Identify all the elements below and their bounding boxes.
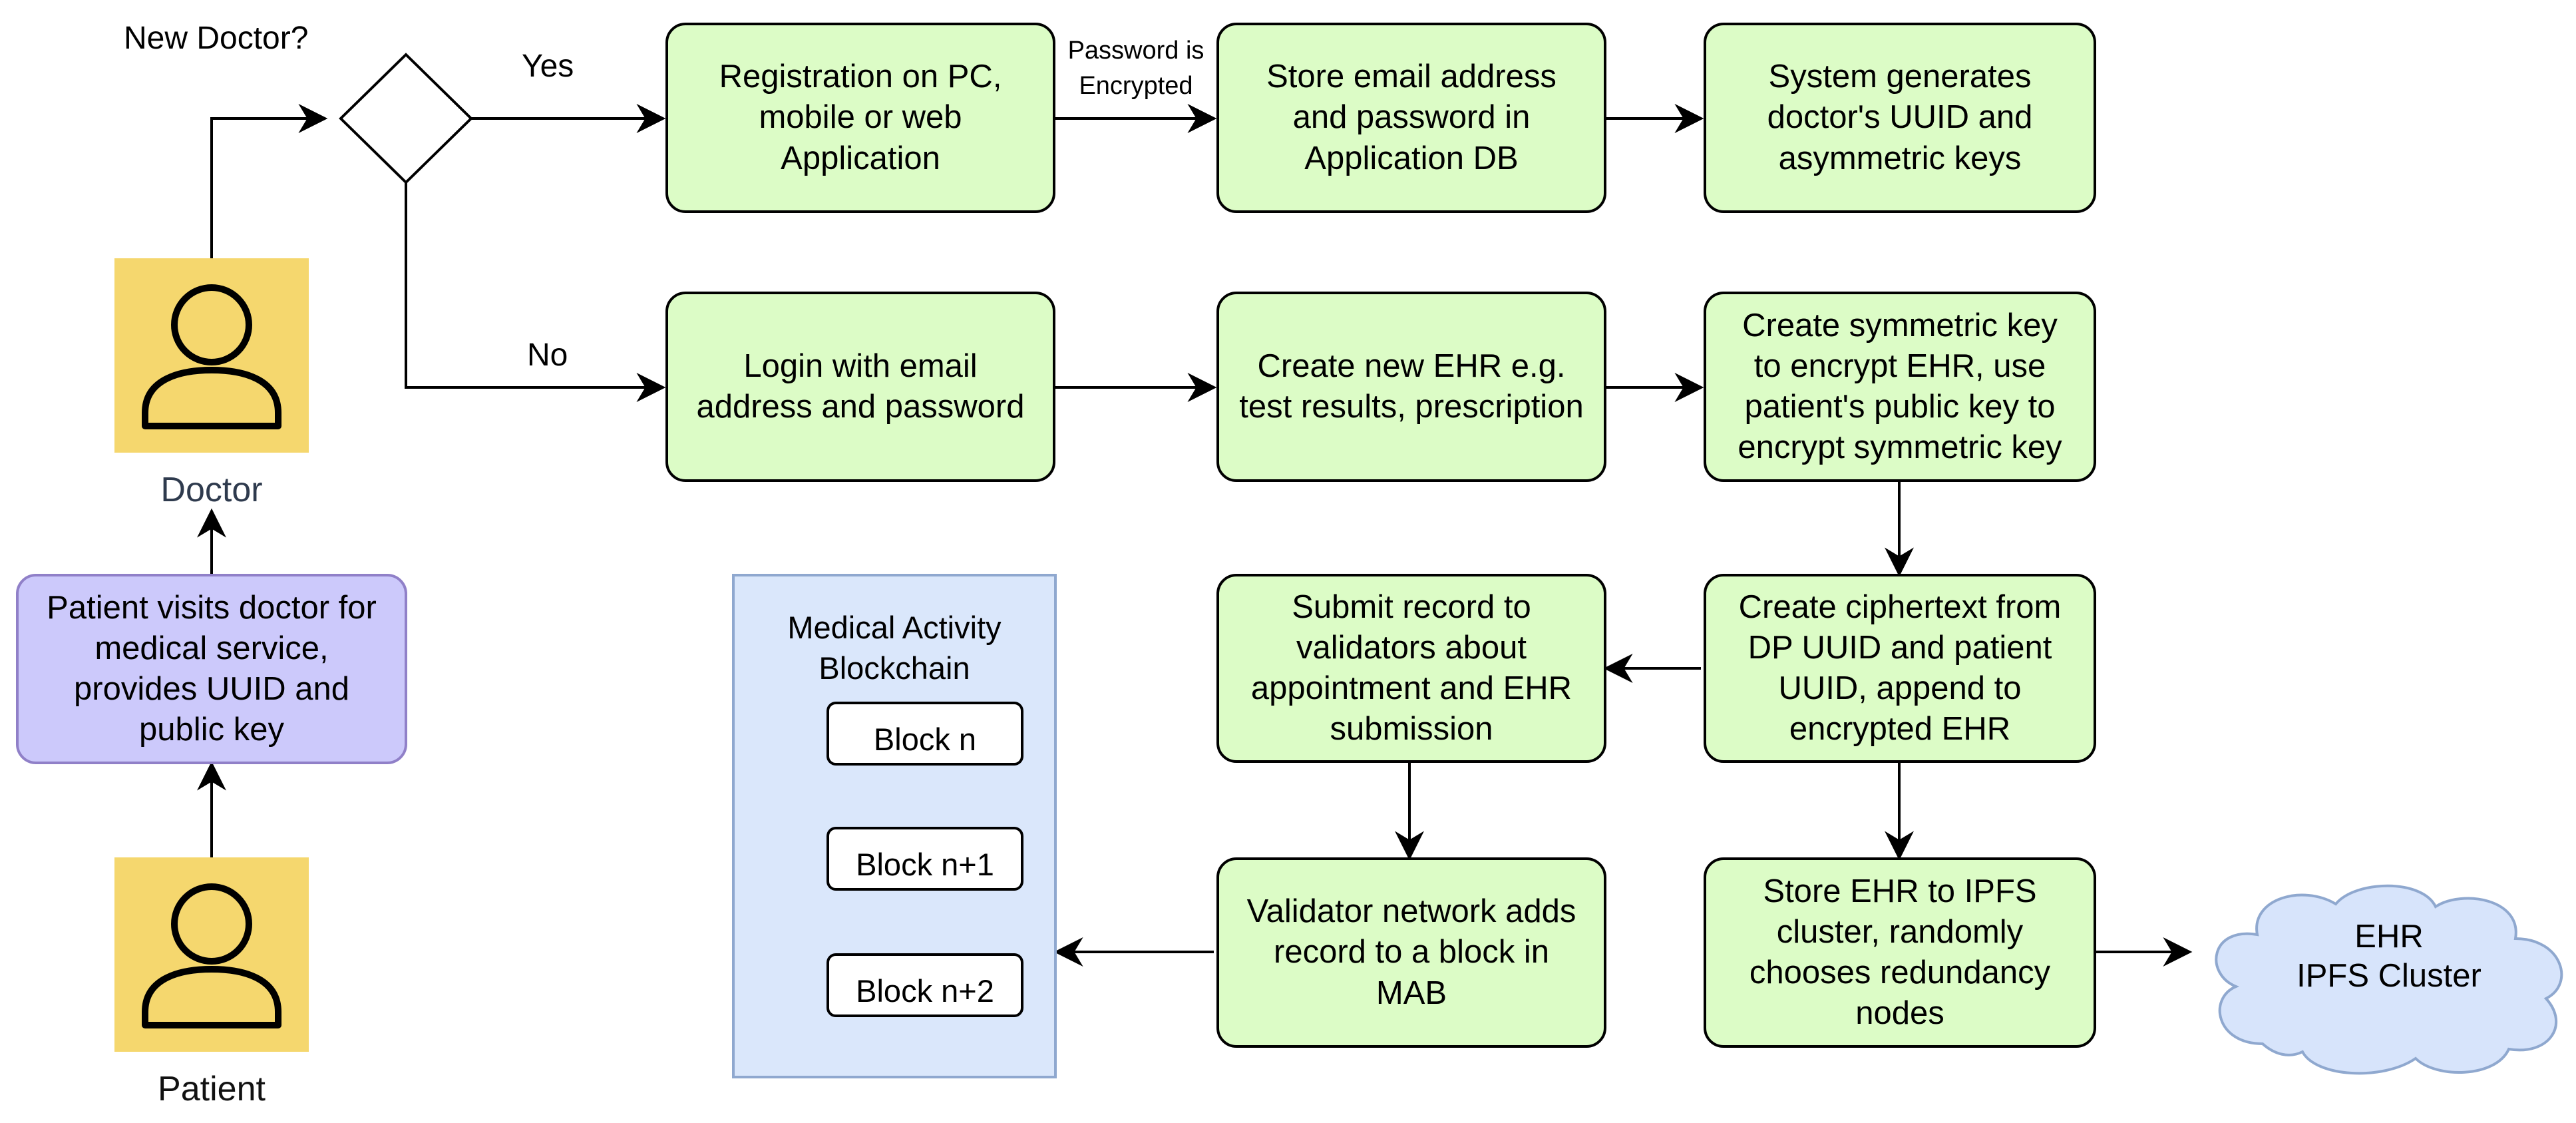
step-text-line: Store email address	[1266, 59, 1557, 95]
mab-title: Medical Activity Blockchain	[735, 607, 1054, 688]
step-text-line: test results, prescription	[1239, 389, 1584, 425]
step-login[interactable]: Login with email address and password	[665, 292, 1055, 482]
person-icon	[142, 284, 281, 429]
arrow-doctor-to-decision	[210, 104, 328, 258]
step-text-line: Submit record to	[1292, 588, 1531, 625]
step-text-line: Create ciphertext from	[1738, 588, 2062, 625]
ipfs-cloud-label: EHR IPFS Cluster	[2249, 917, 2529, 996]
cloud-text-line: IPFS Cluster	[2297, 957, 2482, 994]
block-n-plus-1[interactable]: Block n+1	[827, 827, 1023, 891]
decision-no-label: No	[527, 337, 568, 373]
step-registration[interactable]: Registration on PC, mobile or web Applic…	[665, 23, 1055, 213]
step-text-line: Store EHR to IPFS	[1763, 873, 2037, 909]
step-text-line: and password in	[1292, 99, 1531, 136]
doctor-caption: Doctor	[160, 471, 263, 509]
step-text-line: chooses redundancy	[1749, 955, 2051, 991]
step-text-line: provides UUID and	[74, 671, 349, 707]
step-text-line: nodes	[1855, 995, 1944, 1032]
block-n-plus-2[interactable]: Block n+2	[827, 953, 1023, 1017]
step-text-line: Registration on PC,	[719, 59, 1002, 95]
decision-diamond	[339, 53, 473, 184]
step-text-line: submission	[1330, 711, 1493, 748]
step-store-ipfs[interactable]: Store EHR to IPFS cluster, randomly choo…	[1704, 857, 2096, 1048]
step-text-line: appointment and EHR	[1250, 670, 1572, 706]
password-label-line-1: Password is	[1067, 37, 1204, 65]
step-symmetric-key[interactable]: Create symmetric key to encrypt EHR, use…	[1704, 292, 2096, 482]
step-text-line: asymmetric keys	[1778, 140, 2022, 176]
decision-yes-label: Yes	[522, 49, 574, 84]
step-text-line: Application	[781, 140, 940, 176]
decision-question: New Doctor?	[124, 21, 309, 56]
patient-caption: Patient	[158, 1070, 266, 1108]
person-icon	[142, 883, 281, 1028]
step-patient-visit[interactable]: Patient visits doctor for medical servic…	[16, 574, 407, 764]
step-text-line: encrypt symmetric key	[1738, 429, 2062, 466]
password-encrypted-label: Password is Encrypted	[1054, 33, 1218, 105]
step-validator-network[interactable]: Validator network adds record to a block…	[1216, 857, 1606, 1048]
step-text-line: record to a block in	[1274, 934, 1549, 971]
step-text-line: Application DB	[1304, 140, 1519, 176]
step-text-line: cluster, randomly	[1776, 913, 2024, 950]
cloud-text-line: EHR	[2354, 919, 2424, 955]
step-text-line: address and password	[696, 389, 1025, 425]
step-ciphertext[interactable]: Create ciphertext from DP UUID and patie…	[1704, 574, 2096, 763]
patient-actor[interactable]	[114, 857, 309, 1052]
mab-title-line: Medical Activity	[787, 610, 1002, 645]
step-text-line: DP UUID and patient	[1748, 629, 2052, 666]
step-text-line: Create new EHR e.g.	[1257, 347, 1566, 384]
step-text-line: mobile or web	[759, 99, 962, 136]
step-text-line: MAB	[1376, 975, 1447, 1011]
step-text-line: Validator network adds	[1246, 893, 1576, 930]
step-generate-keys[interactable]: System generates doctor's UUID and asymm…	[1704, 23, 2096, 213]
step-submit-record[interactable]: Submit record to validators about appoin…	[1216, 574, 1606, 763]
step-text-line: encrypted EHR	[1789, 711, 2011, 748]
step-text-line: public key	[139, 712, 284, 748]
step-text-line: Login with email	[743, 347, 978, 384]
doctor-actor[interactable]	[114, 258, 309, 453]
step-text-line: patient's public key to	[1744, 389, 2056, 425]
step-text-line: System generates	[1768, 59, 2032, 95]
mab-title-line: Blockchain	[819, 650, 970, 686]
step-text-line: medical service,	[94, 630, 329, 666]
step-text-line: doctor's UUID and	[1767, 99, 2033, 136]
step-text-line: Patient visits doctor for	[47, 589, 377, 626]
step-text-line: to encrypt EHR, use	[1753, 347, 2046, 384]
arrow-no-to-login	[405, 182, 666, 402]
step-text-line: validators about	[1296, 629, 1527, 666]
step-store-email[interactable]: Store email address and password in Appl…	[1216, 23, 1606, 213]
password-label-line-2: Encrypted	[1079, 72, 1193, 101]
step-text-line: Create symmetric key	[1742, 307, 2058, 343]
block-n[interactable]: Block n	[827, 702, 1023, 766]
step-text-line: UUID, append to	[1778, 670, 2022, 706]
step-create-ehr[interactable]: Create new EHR e.g. test results, prescr…	[1216, 292, 1606, 482]
ipfs-cloud-shape	[2215, 884, 2563, 1075]
